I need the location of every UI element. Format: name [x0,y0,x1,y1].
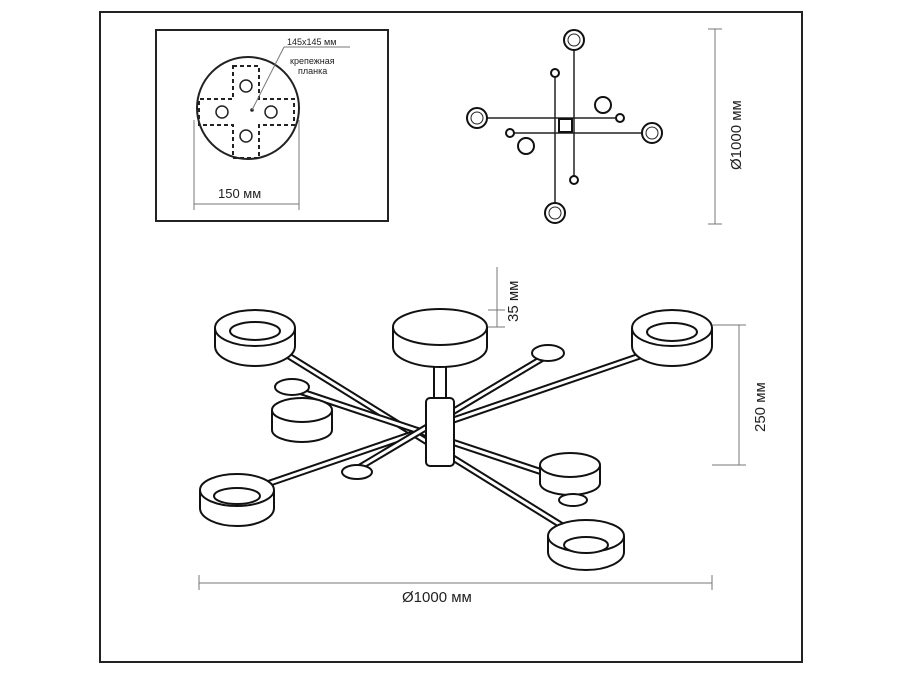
disc-lamp [271,397,333,443]
outer-frame [99,11,803,663]
rod-end-cap [341,464,373,480]
screw-hole [264,105,278,119]
rod-end-cap [531,344,565,362]
disc-lamp [517,137,535,155]
rod-end [569,175,579,185]
rod-end [615,113,625,123]
ring-inner [470,111,484,125]
rod-end-cap [274,378,310,396]
leader-line [251,46,285,111]
rod-end [505,128,515,138]
ring-lamp [214,309,296,367]
ring-inner [567,33,581,47]
base-circle [196,56,300,160]
ring-lamp [563,29,585,51]
screw-hole [239,129,253,143]
rod-end [550,68,560,78]
base-diameter-label: 150 мм [218,186,261,201]
top-view: Ø1000 мм [466,28,745,225]
rod-end-cap [558,493,588,507]
height-label: 250 мм [752,382,769,432]
ring-inner [548,206,562,220]
ring-lamp [466,107,488,129]
screw-hole [239,79,253,93]
ring-lamp [547,519,625,571]
center-hub [425,397,455,467]
disc-lamp [594,96,612,114]
screw-hole [215,105,229,119]
top-view-diameter-label: Ø1000 мм [728,100,745,170]
center-canopy [558,118,573,133]
ring-lamp [641,122,663,144]
side-diameter-label: Ø1000 мм [402,589,472,606]
ring-lamp [199,473,275,527]
ring-lamp-top-center [392,308,488,368]
plate-size-label: 145x145 мм [287,37,336,47]
mounting-plate-outline [198,65,295,159]
rod-highlight [254,333,586,542]
plate-label-line2: планка [298,66,327,76]
ring-lamp [544,202,566,224]
ring-height-label: 35 мм [505,281,522,322]
disc-lamp [539,452,601,496]
plate-label-line1: крепежная [290,56,335,66]
mount-detail-frame [155,29,389,222]
ring-inner [645,126,659,140]
side-view: 35 мм 250 мм Ø1000 мм [198,267,769,606]
ring-lamp [631,309,713,367]
mount-detail: 145x145 мм крепежная планка 150 мм [155,29,389,222]
